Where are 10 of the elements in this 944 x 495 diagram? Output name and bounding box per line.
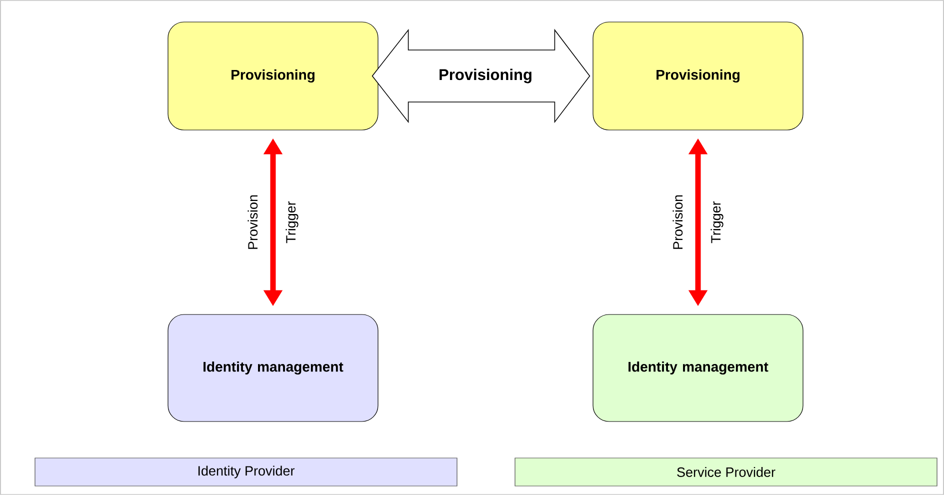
band-label: Identity Provider xyxy=(34,458,458,486)
process-box: Provisioning xyxy=(592,22,804,130)
edge-label: Provisioning xyxy=(440,68,532,84)
band-label: Service Provider xyxy=(514,458,938,486)
process-box: Identity management xyxy=(592,314,804,422)
edge-label: Provision Trigger xyxy=(672,195,724,249)
process-box: Identity management xyxy=(168,314,378,422)
edge-label: Provision Trigger xyxy=(248,195,298,249)
block-arrow xyxy=(372,28,590,124)
process-box: Provisioning xyxy=(168,22,378,130)
